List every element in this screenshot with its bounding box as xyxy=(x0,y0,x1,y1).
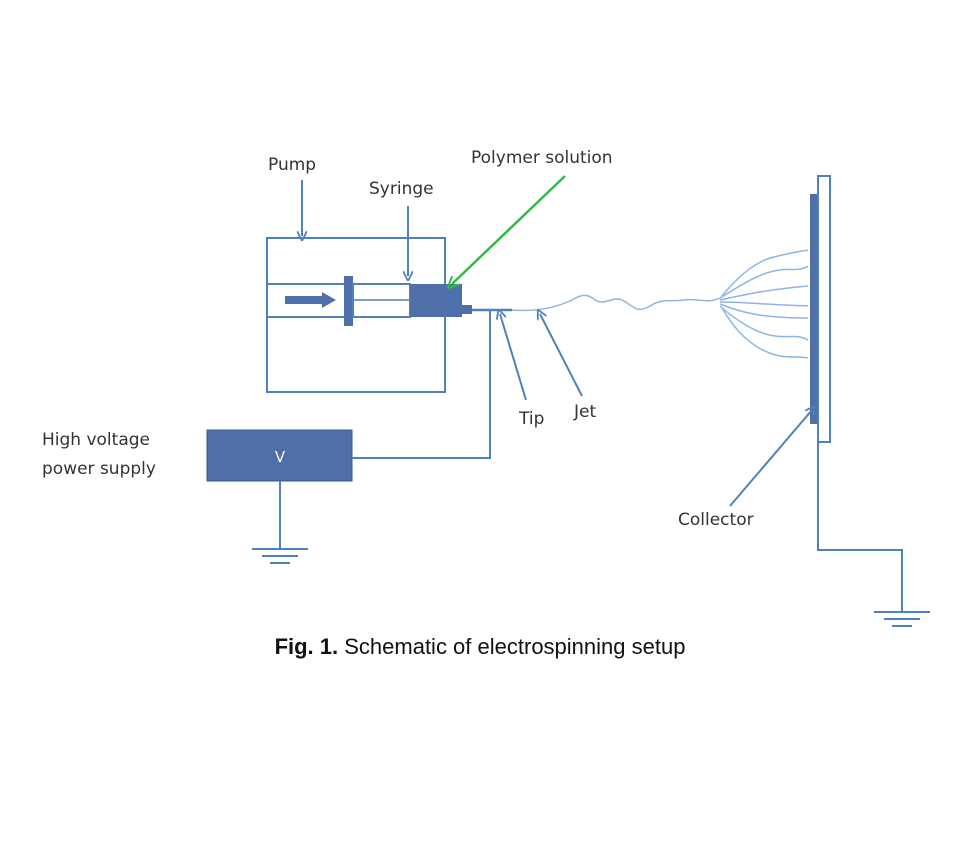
collector-pointer-arrow xyxy=(729,410,812,507)
power-supply-box xyxy=(206,429,353,482)
collector-label: Collector xyxy=(678,510,754,530)
collector-frame xyxy=(817,175,831,443)
high-voltage-wire xyxy=(352,310,491,459)
jet-fibers xyxy=(511,249,809,359)
needle-hub xyxy=(462,305,472,314)
figure-caption: Fig. 1. Schematic of electrospinning set… xyxy=(0,634,960,660)
power-supply-label-line1: High voltage xyxy=(42,430,150,450)
figure-caption-text: Schematic of electrospinning setup xyxy=(338,634,686,659)
polymer-solution-label: Polymer solution xyxy=(471,148,613,168)
collector-ground-icon xyxy=(874,611,930,627)
polymer-solution-pointer-arrow xyxy=(452,175,566,284)
voltage-symbol: V xyxy=(275,448,286,466)
jet-pointer-arrow xyxy=(540,314,583,397)
figure-caption-prefix: Fig. 1. xyxy=(274,634,339,659)
push-arrow-icon xyxy=(285,292,336,308)
syringe-label: Syringe xyxy=(369,179,434,199)
power-supply-label-line2: power supply xyxy=(42,459,156,479)
polymer-solution-block xyxy=(410,284,462,317)
tip-pointer-arrow xyxy=(500,314,527,401)
syringe-plunger xyxy=(344,276,353,326)
collector-plate xyxy=(810,194,818,424)
collector-ground-wire xyxy=(817,424,903,612)
supply-ground-icon xyxy=(252,548,308,564)
jet-label: Jet xyxy=(573,402,596,422)
tip-label: Tip xyxy=(518,409,544,429)
pump-label: Pump xyxy=(268,155,316,175)
